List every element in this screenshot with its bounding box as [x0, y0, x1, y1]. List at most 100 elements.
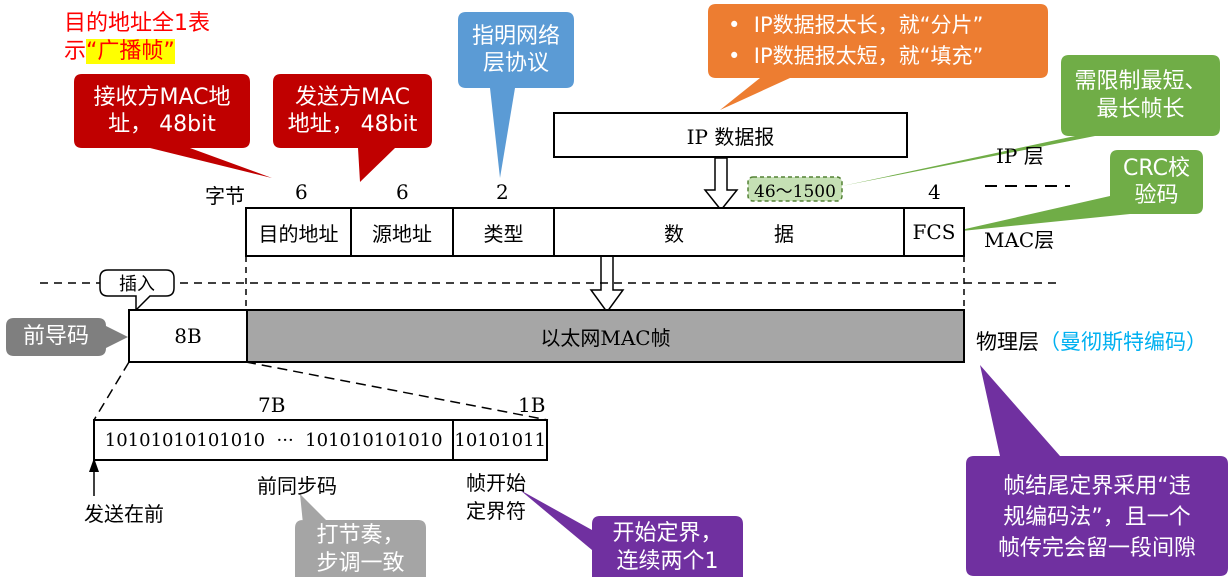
ip-size-callout-line2: • IP数据报太短，就“填充”	[728, 41, 1048, 72]
min-max-callout-line2: 最长帧长	[1096, 96, 1185, 122]
preamble-detail-box: 10101010101010 ··· 101010101010 10101011	[93, 419, 548, 461]
min-max-callout: 需限制最短、 最长帧长	[1061, 55, 1220, 136]
preamble-size-label: 8B	[174, 324, 202, 348]
end-callout-line3: 帧传完会留一段间隙	[997, 535, 1196, 561]
physical-layer-note: （曼彻斯特编码）	[1039, 330, 1207, 354]
mac-dest-label: 目的地址	[258, 221, 339, 246]
byte-data: 46～1500	[754, 181, 836, 202]
sfd-label-line2: 定界符	[466, 499, 526, 523]
src-mac-callout: 发送方MAC 地址， 48bit	[273, 74, 432, 148]
end-callout: 帧结尾定界采用“违 规编码法”，且一个 帧传完会留一段间隙	[966, 458, 1228, 576]
mac-fcs-label: FCS	[912, 220, 956, 244]
preamble-callout-text: 前导码	[22, 324, 89, 350]
insert-tag-shape	[99, 269, 175, 312]
mac-dest-field: 目的地址	[247, 209, 352, 255]
frame-to-physical-arrow	[589, 255, 625, 314]
type-callout: 指明网络 层协议	[458, 12, 574, 88]
type-callout-line1: 指明网络	[471, 23, 560, 49]
sync-label: 前同步码	[257, 474, 337, 498]
rhythm-callout-line1: 打节奏，	[316, 523, 405, 548]
end-callout-line1: 帧结尾定界采用“违	[1003, 473, 1191, 499]
crc-callout: CRC校 验码	[1110, 150, 1203, 214]
sync-size-label: 7B	[258, 393, 286, 417]
send-first-arrow-head	[89, 458, 99, 472]
broadcast-note-line1: 目的地址全1表	[64, 11, 210, 36]
sfd-bits: 10101011	[454, 429, 546, 451]
ip-size-callout-line1: • IP数据报太长，就“分片”	[728, 10, 1048, 41]
mac-src-label: 源地址	[372, 221, 432, 246]
mac-src-field: 源地址	[352, 209, 454, 255]
mac-type-label: 类型	[483, 221, 524, 246]
sync-bits: 10101010101010 ··· 101010101010	[104, 429, 443, 451]
sfd-label: 帧开始 定界符	[466, 469, 526, 525]
ip-size-callout-shape	[708, 4, 1048, 110]
expand-left	[93, 361, 130, 421]
crc-callout-line2: 验码	[1134, 183, 1179, 208]
mac-frame: 目的地址 源地址 类型 数据 FCS	[245, 207, 965, 257]
dest-mac-callout-line1: 接收方MAC地	[93, 84, 231, 110]
sync-bits-field: 10101010101010 ··· 101010101010	[95, 421, 455, 459]
mac-fcs-field: FCS	[905, 209, 963, 255]
ethernet-frame-field: 以太网MAC帧	[248, 311, 963, 361]
sfd-callout-line1: 开始定界，	[612, 521, 723, 546]
ip-layer-label: IP 层	[996, 144, 1044, 168]
insert-tag: 插入	[119, 274, 155, 295]
sfd-size-label: 1B	[518, 393, 546, 417]
preamble-field: 8B	[130, 311, 248, 361]
ip-size-callout: • IP数据报太长，就“分片” • IP数据报太短，就“填充”	[728, 10, 1048, 72]
sfd-callout: 开始定界， 连续两个1	[592, 518, 743, 577]
min-max-callout-shape	[842, 55, 1220, 186]
preamble-callout-shape	[6, 318, 128, 356]
ip-datagram-label: IP 数据报	[686, 124, 775, 149]
end-callout-line2: 规编码法”，且一个	[1003, 504, 1191, 530]
bullet-icon: •	[728, 44, 741, 68]
mac-data-label1: 数	[664, 221, 684, 246]
min-max-callout-line1: 需限制最短、	[1074, 69, 1207, 94]
send-first-label: 发送在前	[84, 502, 164, 526]
dest-mac-callout-shape	[74, 74, 272, 178]
broadcast-note-highlight: “广播帧”	[86, 39, 175, 64]
type-callout-line2: 层协议	[482, 51, 549, 76]
rhythm-callout-line2: 步调一致	[316, 550, 405, 576]
rhythm-callout: 打节奏， 步调一致	[295, 522, 426, 577]
broadcast-note: 目的地址全1表 示“广播帧”	[64, 10, 210, 66]
end-callout-shape	[966, 365, 1228, 576]
type-callout-shape	[458, 12, 574, 178]
byte-fcs: 4	[928, 180, 941, 204]
broadcast-note-line2: 示“广播帧”	[64, 38, 210, 66]
ip-size-callout-text1: IP数据报太长，就“分片”	[753, 13, 984, 37]
ip-datagram-box: IP 数据报	[553, 112, 908, 158]
dest-mac-callout: 接收方MAC地 址， 48bit	[74, 74, 250, 148]
ip-size-callout-text2: IP数据报太短，就“填充”	[753, 44, 984, 68]
src-mac-callout-shape	[273, 74, 432, 182]
bullet-icon: •	[728, 13, 741, 37]
crc-callout-line1: CRC校	[1123, 155, 1190, 181]
broadcast-note-prefix: 示	[64, 39, 87, 64]
mac-data-label2: 据	[774, 221, 794, 246]
dest-mac-callout-line2: 址， 48bit	[108, 112, 216, 137]
mac-type-field: 类型	[454, 209, 555, 255]
byte-label: 字节	[205, 184, 245, 208]
sfd-callout-line2: 连续两个1	[616, 548, 719, 574]
data-size-tag	[747, 176, 843, 202]
mac-data-field: 数据	[555, 209, 905, 255]
byte-dest: 6	[295, 180, 308, 204]
physical-layer-label: 物理层（曼彻斯特编码）	[976, 326, 1207, 356]
ethernet-frame-label: 以太网MAC帧	[540, 325, 671, 350]
src-mac-callout-line1: 发送方MAC	[294, 84, 410, 110]
ip-to-frame-arrow	[703, 157, 739, 212]
preamble-callout: 前导码	[6, 318, 106, 356]
byte-src: 6	[396, 180, 409, 204]
sfd-label-line1: 帧开始	[466, 471, 526, 495]
byte-type: 2	[496, 180, 509, 204]
expand-right	[245, 361, 549, 421]
rhythm-callout-shape	[295, 494, 426, 577]
physical-layer-name: 物理层	[976, 330, 1039, 354]
mac-layer-label: MAC层	[984, 228, 1055, 252]
sfd-callout-shape	[520, 490, 743, 577]
physical-frame: 8B 以太网MAC帧	[128, 309, 965, 363]
crc-callout-shape	[952, 150, 1203, 232]
src-mac-callout-line2: 地址， 48bit	[287, 112, 418, 137]
sfd-bits-field: 10101011	[454, 421, 546, 459]
